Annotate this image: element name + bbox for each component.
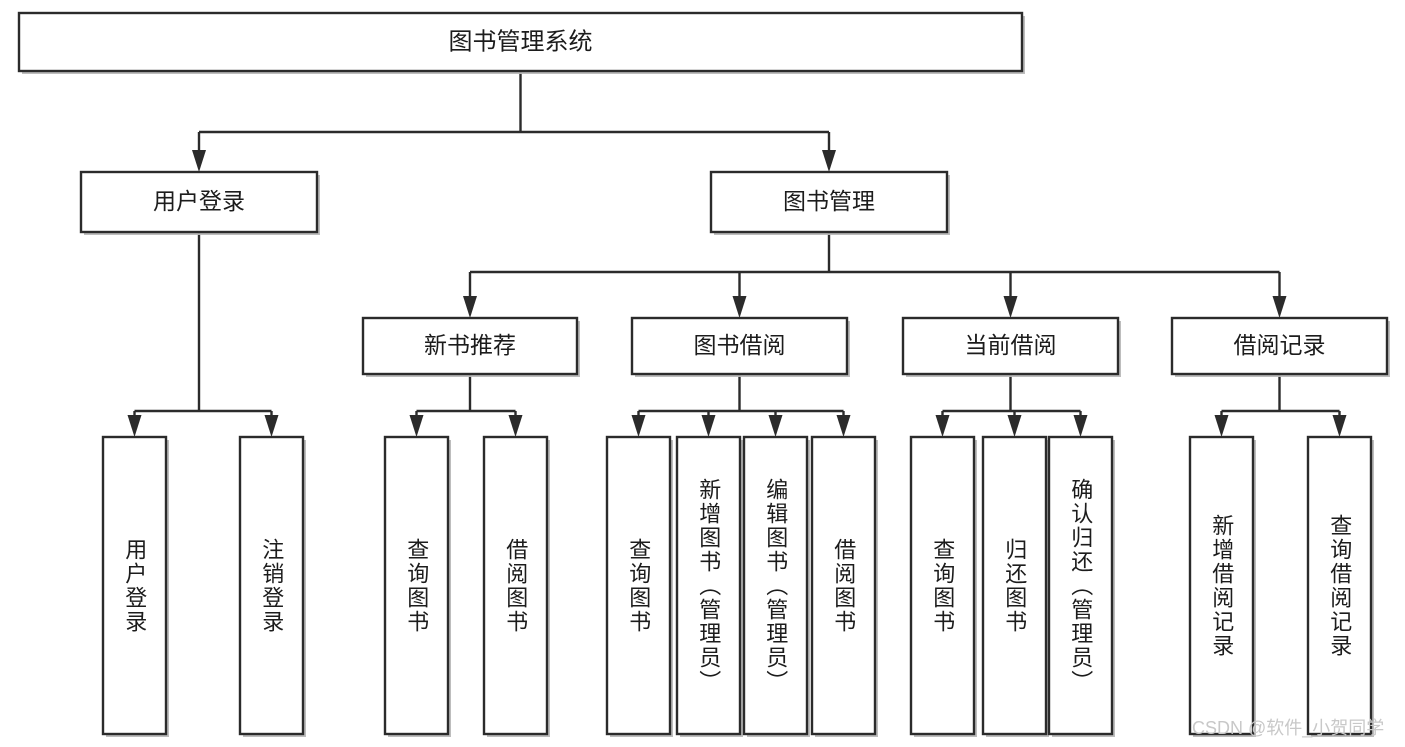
arrow-head-icon — [1007, 415, 1022, 437]
node-root[interactable] — [17, 11, 1024, 73]
node-book-manage[interactable] — [709, 170, 949, 234]
node-leaf-confirm-return[interactable] — [1047, 435, 1114, 736]
node-label-root: 图书管理系统 — [449, 28, 593, 55]
node-leaf-add-record[interactable] — [1188, 435, 1255, 736]
csdn-watermark: CSDN @软件_小贺同学 — [1192, 718, 1385, 738]
arrow-head-icon — [264, 415, 279, 437]
arrow-head-icon — [409, 415, 424, 437]
arrow-head-icon — [631, 415, 646, 437]
node-book-borrow[interactable] — [630, 316, 849, 376]
node-leaf-logout[interactable] — [238, 435, 305, 736]
arrow-head-icon — [1332, 415, 1347, 437]
node-boxes-layer — [17, 11, 1390, 737]
node-current-borrow[interactable] — [901, 316, 1120, 376]
node-leaf-edit-book[interactable] — [742, 435, 809, 736]
arrow-head-icon — [463, 296, 477, 318]
node-borrow-record[interactable] — [1170, 316, 1389, 376]
arrow-head-icon — [732, 296, 747, 318]
node-leaf-query-book-3[interactable] — [909, 435, 976, 736]
arrow-head-icon — [1272, 296, 1287, 318]
arrow-head-icon — [768, 415, 783, 437]
node-label-user-login: 用户登录 — [153, 188, 245, 214]
arrow-head-icon — [822, 150, 836, 172]
arrow-head-icon — [701, 415, 716, 437]
node-leaf-borrow-book-1[interactable] — [482, 435, 549, 736]
node-leaf-query-record[interactable] — [1306, 435, 1373, 736]
arrow-head-icon — [1003, 296, 1018, 318]
arrow-head-icon — [192, 150, 206, 172]
node-label-borrow-record: 借阅记录 — [1234, 332, 1326, 358]
arrow-head-icon — [836, 415, 851, 437]
arrow-head-icon — [1214, 415, 1229, 437]
connector-layer — [127, 71, 1347, 437]
node-new-book-recommend[interactable] — [361, 316, 579, 376]
node-leaf-return-book[interactable] — [981, 435, 1048, 736]
node-user-login[interactable] — [79, 170, 319, 234]
node-leaf-borrow-book-2[interactable] — [810, 435, 877, 736]
node-leaf-query-book-2[interactable] — [605, 435, 672, 736]
node-leaf-add-book[interactable] — [675, 435, 742, 736]
node-leaf-user-login[interactable] — [101, 435, 168, 736]
arrow-head-icon — [508, 415, 523, 437]
node-label-new-book-recommend: 新书推荐 — [424, 332, 516, 358]
arrow-head-icon — [935, 415, 950, 437]
node-leaf-query-book-1[interactable] — [383, 435, 450, 736]
node-label-book-manage: 图书管理 — [783, 188, 875, 214]
arrow-head-icon — [127, 415, 142, 437]
node-label-current-borrow: 当前借阅 — [965, 332, 1057, 358]
node-label-book-borrow: 图书借阅 — [694, 332, 786, 358]
arrow-head-icon — [1073, 415, 1088, 437]
